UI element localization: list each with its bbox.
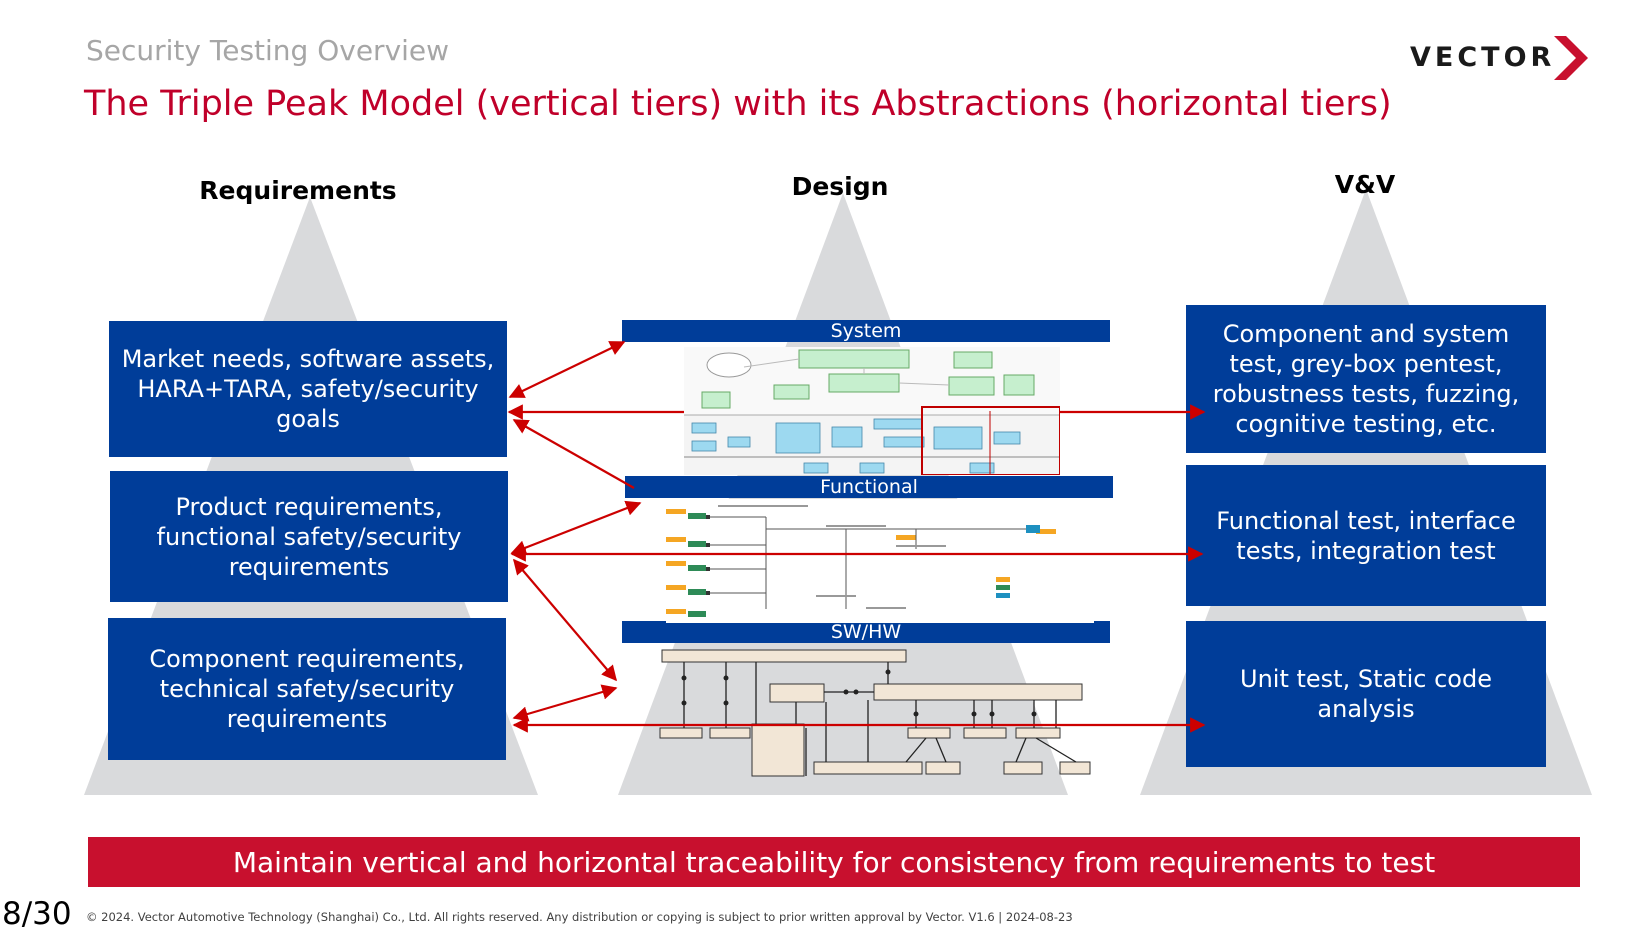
swhw-structure-diagram (659, 649, 1091, 777)
requirements-box-system: Market needs, software assets, HARA+TARA… (109, 321, 507, 457)
slide-title: The Triple Peak Model (vertical tiers) w… (84, 84, 1392, 124)
design-tier-functional: Functional (625, 476, 1113, 498)
copyright-notice: © 2024. Vector Automotive Technology (Sh… (86, 910, 1073, 924)
requirements-box-component: Component requirements, technical safety… (108, 618, 506, 760)
system-architecture-diagram (684, 347, 1060, 475)
section-subtitle: Security Testing Overview (86, 34, 450, 67)
arrow-component-diag (512, 684, 618, 722)
arrow-functional-to-swhw (513, 558, 617, 682)
arrow-functional-diag (510, 500, 642, 556)
design-tier-system: System (622, 320, 1110, 342)
logo-chevron-icon (1554, 36, 1588, 80)
vv-heading: V&V (1334, 170, 1396, 199)
design-tier-swhw: SW/HW (622, 621, 1110, 643)
logo-text: VECTOR (1410, 42, 1556, 73)
arrow-system-to-functional (512, 419, 635, 489)
page-number: 8/30 (2, 896, 72, 932)
vv-box-unit: Unit test, Static code analysis (1186, 621, 1546, 767)
traceability-banner: Maintain vertical and horizontal traceab… (88, 837, 1580, 887)
vv-box-functional: Functional test, interface tests, integr… (1186, 465, 1546, 606)
requirements-box-functional: Product requirements, functional safety/… (110, 471, 508, 602)
arrow-system-diag (508, 341, 626, 398)
design-heading: Design (791, 172, 889, 201)
requirements-heading: Requirements (199, 176, 397, 205)
vector-logo: VECTOR (1410, 36, 1590, 80)
vv-box-system: Component and system test, grey-box pent… (1186, 305, 1546, 453)
